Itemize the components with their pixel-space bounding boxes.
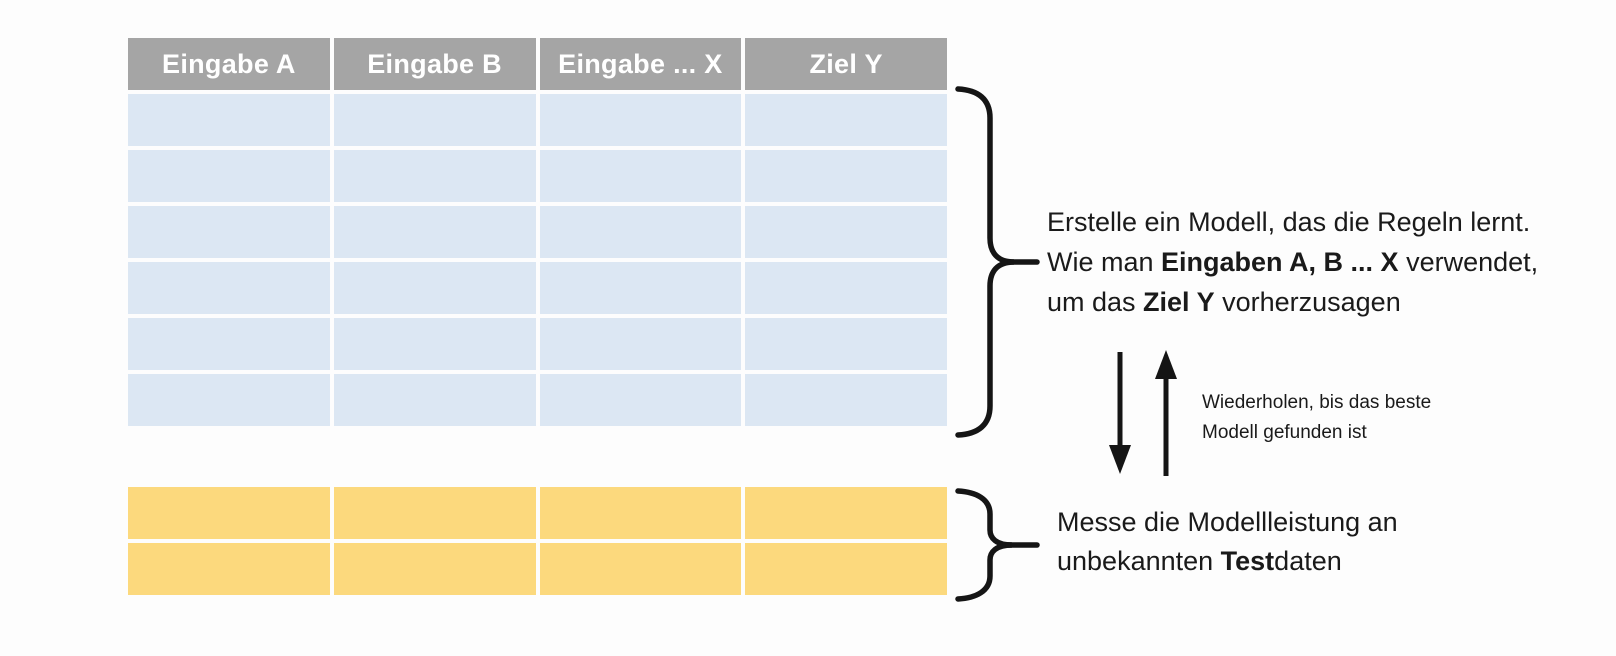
training-cell-r4-c2 bbox=[333, 262, 536, 314]
repeat-note: Wiederholen, bis das beste Modell gefund… bbox=[1202, 388, 1431, 448]
training-cell-r5-c2 bbox=[333, 318, 536, 370]
text-run: unbekannten bbox=[1057, 546, 1221, 576]
text-run: Erstelle ein Modell, das die Regeln lern… bbox=[1047, 207, 1531, 237]
text-run: Wiederholen, bis das beste bbox=[1202, 392, 1432, 413]
training-cell-r4-c1 bbox=[128, 262, 330, 314]
training-cell-r1-c3 bbox=[539, 94, 742, 146]
test-cell-r1-c3 bbox=[539, 487, 742, 539]
test-cell-r1-c2 bbox=[333, 487, 536, 539]
training-cell-r6-c1 bbox=[128, 374, 330, 426]
training-cell-r4-c4 bbox=[745, 262, 947, 314]
training-cell-r4-c3 bbox=[539, 262, 742, 314]
test-annotation: Messe die Modellleistung an unbekannten … bbox=[1057, 503, 1398, 581]
curly-brace-training-icon bbox=[955, 86, 1040, 438]
column-header-1: Eingabe A bbox=[128, 38, 330, 90]
bold-run: Ziel Y bbox=[1143, 287, 1215, 317]
bold-run: Test bbox=[1220, 546, 1275, 576]
training-cell-r5-c3 bbox=[539, 318, 742, 370]
column-header-4: Ziel Y bbox=[745, 38, 947, 90]
text-run: daten bbox=[1274, 546, 1342, 576]
bold-run: Eingaben A, B ... X bbox=[1161, 247, 1399, 277]
repeat-note-line-1: Wiederholen, bis das beste bbox=[1202, 388, 1431, 418]
text-run: vorherzusagen bbox=[1214, 287, 1401, 317]
arrow-down-icon bbox=[1109, 352, 1131, 474]
repeat-note-line-2: Modell gefunden ist bbox=[1202, 418, 1431, 448]
training-cell-r2-c2 bbox=[333, 150, 536, 202]
training-cell-r3-c1 bbox=[128, 206, 330, 258]
test-data-rows bbox=[128, 487, 947, 595]
text-run: um das bbox=[1047, 287, 1144, 317]
training-annotation-line-1: Erstelle ein Modell, das die Regeln lern… bbox=[1047, 202, 1538, 242]
text-run: Modell gefunden ist bbox=[1202, 422, 1367, 443]
training-cell-r2-c1 bbox=[128, 150, 330, 202]
training-annotation-line-3: um das Ziel Y vorherzusagen bbox=[1047, 282, 1538, 322]
column-header-2: Eingabe B bbox=[333, 38, 536, 90]
training-cell-r1-c4 bbox=[745, 94, 947, 146]
column-header-3: Eingabe ... X bbox=[539, 38, 742, 90]
iteration-arrows bbox=[1109, 350, 1177, 476]
training-cell-r2-c4 bbox=[745, 150, 947, 202]
training-annotation-line-2: Wie man Eingaben A, B ... X verwendet, bbox=[1047, 242, 1538, 282]
test-annotation-line-1: Messe die Modellleistung an bbox=[1057, 503, 1398, 542]
test-cell-r2-c2 bbox=[333, 543, 536, 595]
text-run: Messe die Modellleistung an bbox=[1057, 507, 1398, 537]
training-cell-r6-c3 bbox=[539, 374, 742, 426]
test-cell-r2-c3 bbox=[539, 543, 742, 595]
curly-brace-test-icon bbox=[955, 488, 1040, 602]
training-cell-r6-c2 bbox=[333, 374, 536, 426]
training-cell-r3-c4 bbox=[745, 206, 947, 258]
training-cell-r5-c1 bbox=[128, 318, 330, 370]
training-cell-r5-c4 bbox=[745, 318, 947, 370]
test-cell-r2-c4 bbox=[745, 543, 947, 595]
training-cell-r1-c2 bbox=[333, 94, 536, 146]
training-data-rows bbox=[128, 94, 947, 426]
text-run: Wie man bbox=[1047, 247, 1162, 277]
training-cell-r3-c3 bbox=[539, 206, 742, 258]
training-cell-r1-c1 bbox=[128, 94, 330, 146]
training-annotation: Erstelle ein Modell, das die Regeln lern… bbox=[1047, 202, 1538, 322]
test-annotation-line-2: unbekannten Testdaten bbox=[1057, 542, 1398, 581]
training-cell-r2-c3 bbox=[539, 150, 742, 202]
test-cell-r1-c4 bbox=[745, 487, 947, 539]
training-cell-r3-c2 bbox=[333, 206, 536, 258]
test-cell-r1-c1 bbox=[128, 487, 330, 539]
arrow-up-icon bbox=[1155, 350, 1177, 476]
training-cell-r6-c4 bbox=[745, 374, 947, 426]
test-cell-r2-c1 bbox=[128, 543, 330, 595]
text-run: verwendet, bbox=[1398, 247, 1539, 277]
